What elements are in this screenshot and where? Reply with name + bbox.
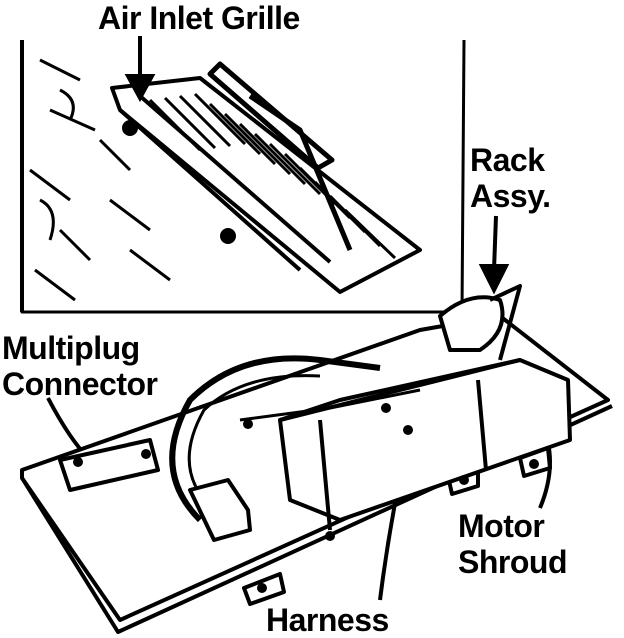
label-harness: Harness <box>266 602 389 638</box>
label-rack-assy: Rack Assy. <box>470 142 551 214</box>
grille-fastener <box>122 120 138 136</box>
harness-run <box>239 388 421 422</box>
shroud-band <box>318 379 488 531</box>
bolt-head <box>529 459 539 469</box>
rack-arrow-shaft <box>492 215 498 271</box>
bolt-head <box>73 457 83 467</box>
label-multiplug-line2: Connector <box>2 366 158 402</box>
label-motor-line2: Shroud <box>458 544 567 580</box>
wiring-harness-inner <box>187 374 321 512</box>
rack-spindle <box>489 284 522 361</box>
plate-tab-left <box>58 438 160 492</box>
cowl-texture <box>29 58 171 302</box>
bolt-head <box>381 403 391 413</box>
label-air-inlet-grille: Air Inlet Grille <box>98 0 300 36</box>
label-multiplug-connector: Multiplug Connector <box>2 330 158 402</box>
rack-arrow-head <box>478 264 510 295</box>
multiplug-connector <box>188 478 252 542</box>
wiper-arm <box>207 61 353 251</box>
label-motor-shroud: Motor Shroud <box>458 508 567 580</box>
bolt-head <box>257 583 267 593</box>
label-motor-line1: Motor <box>458 508 545 544</box>
bolt-head <box>243 419 253 429</box>
grille-slats <box>148 92 397 260</box>
bolt-heads <box>73 403 539 593</box>
bolt-head <box>459 475 469 485</box>
bolt-head <box>141 449 151 459</box>
bolt-head <box>403 425 413 435</box>
label-multiplug-line1: Multiplug <box>2 330 140 366</box>
motor-assembly <box>20 284 613 634</box>
inset-view <box>20 39 466 314</box>
air-inlet-arrow-head <box>124 74 156 103</box>
bolt-head <box>325 531 335 541</box>
grille-fastener <box>220 228 236 244</box>
label-rack-line1: Rack <box>470 142 545 178</box>
wiring-harness-loop <box>169 355 381 523</box>
label-rack-line2: Assy. <box>470 178 551 214</box>
rack-assembly <box>438 295 505 352</box>
